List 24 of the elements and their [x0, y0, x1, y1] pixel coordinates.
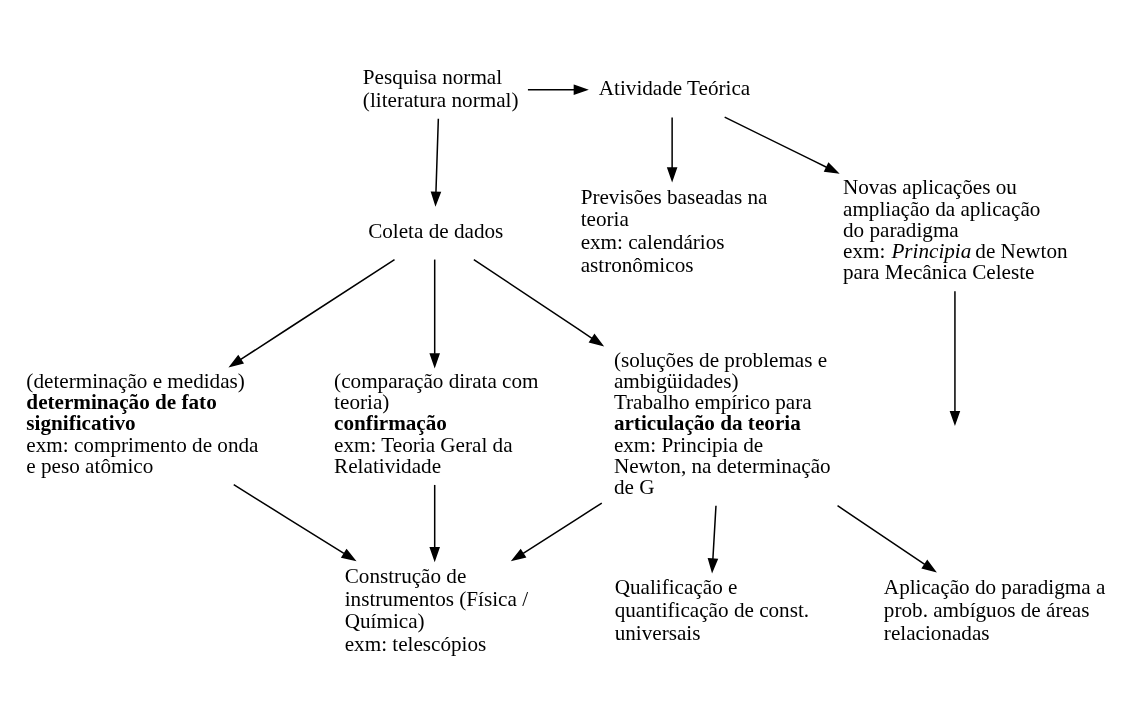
arrow: [473, 258, 605, 346]
node-text: Pesquisa normal (literatura normal): [362, 64, 519, 112]
arrow: [666, 116, 678, 182]
node-text: Atividade Teórica: [598, 75, 751, 100]
node-text: Construção de instrumentos (Física / Química) exm: telescópios: [344, 563, 529, 656]
node-text: (comparação dirata com teoria) confirmação exm: Teoria Geral da Relatividade: [334, 368, 539, 478]
node-text: Previsões baseadas na teoria exm: calendários astronômicos: [580, 184, 768, 277]
arrow: [429, 483, 440, 562]
arrow: [430, 117, 442, 207]
arrow: [233, 483, 357, 561]
arrow: [228, 258, 396, 367]
node-text: Qualificação e quantificação de const. universais: [614, 574, 810, 645]
arrow: [949, 289, 961, 426]
node-text: Aplicação do paradigma a prob. ambíguos de áreas relacionadas: [883, 574, 1106, 645]
node-text: Novas aplicações ou ampliação da aplicação do paradigma exm: Principia de Newton para Mecânica Celeste: [843, 174, 1068, 284]
arrow: [429, 258, 440, 368]
node-text: (determinação e medidas) determinação de fato significativo exm: comprimento de onda e peso atômico: [26, 368, 259, 478]
node-text: Coleta de dados: [368, 218, 504, 243]
arrow: [707, 504, 719, 573]
arrow: [527, 84, 589, 95]
arrow: [510, 501, 603, 561]
arrow: [723, 115, 840, 174]
arrow: [836, 504, 937, 572]
node-text: (soluções de problemas e ambigüidades) Trabalho empírico para articulação da teoria exm: Principia de Newton, na determinação de G: [613, 347, 831, 499]
